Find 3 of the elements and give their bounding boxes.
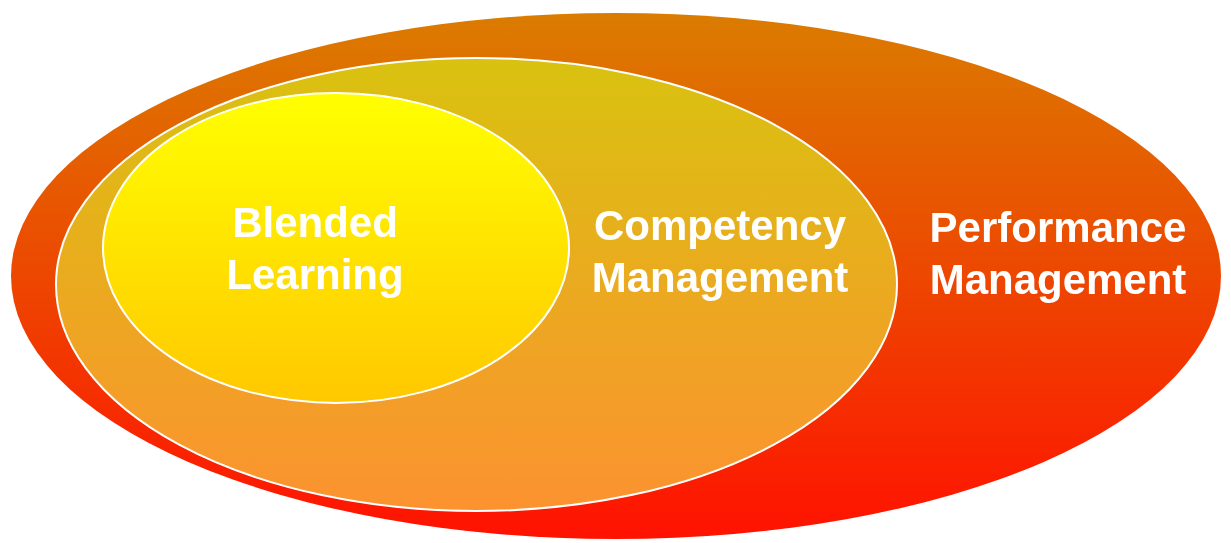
ellipse-label: Blended Learning (225, 198, 405, 300)
ellipse-label: Performance Management (928, 203, 1188, 305)
ellipse-label: Competency Management (590, 201, 850, 303)
